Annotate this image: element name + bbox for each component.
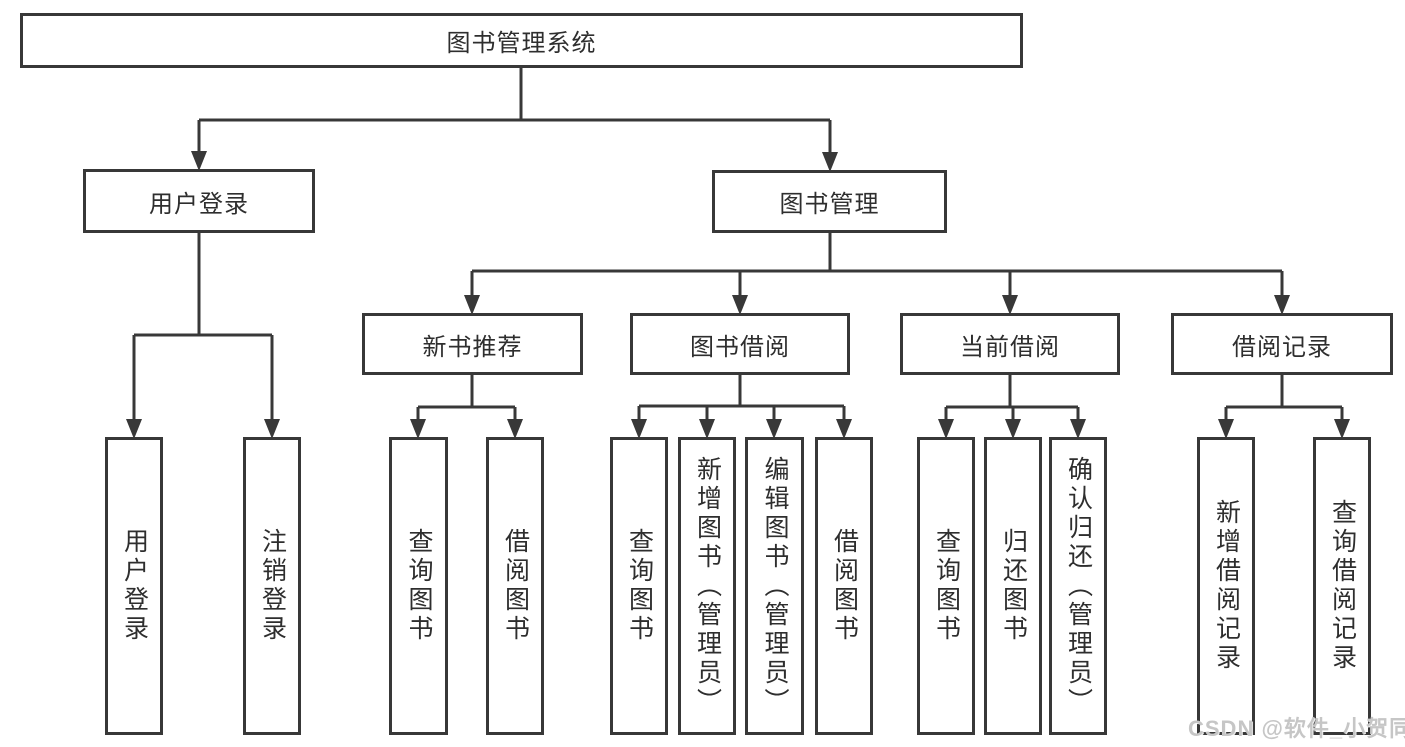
- leaf-label: 借阅图书: [830, 528, 859, 644]
- leaf-label: 用户登录: [120, 528, 149, 644]
- arrow-down-icon: [938, 419, 954, 439]
- node-new-book-recommend: 新书推荐: [362, 313, 583, 375]
- arrow-down-icon: [1334, 419, 1350, 439]
- leaf-label: 借阅图书: [501, 528, 530, 644]
- arrow-down-icon: [264, 419, 280, 439]
- leaf-logout: 注销登录: [243, 437, 301, 735]
- node-current-borrow: 当前借阅: [900, 313, 1120, 375]
- node-new-book-recommend-label: 新书推荐: [422, 333, 523, 361]
- arrow-down-icon: [1218, 419, 1234, 439]
- leaf-label: 查询图书: [932, 528, 961, 644]
- node-user-login-group: 用户登录: [83, 169, 315, 233]
- leaf-label: 新增图书（管理员）: [693, 455, 722, 717]
- leaf-label: 查询借阅记录: [1328, 499, 1357, 673]
- arrow-down-icon: [631, 419, 647, 439]
- tree-edges: [132, 68, 1344, 420]
- leaf-label: 编辑图书（管理员）: [761, 455, 789, 717]
- node-user-login-group-label: 用户登录: [149, 190, 249, 218]
- leaf-add-borrow-record: 新增借阅记录: [1197, 437, 1255, 735]
- node-book-borrow-label: 图书借阅: [690, 333, 790, 361]
- leaf-query-borrow-record: 查询借阅记录: [1313, 437, 1371, 735]
- arrow-down-icon: [836, 419, 852, 439]
- arrow-down-icon: [766, 419, 782, 439]
- leaf-borrow-book-2: 借阅图书: [815, 437, 873, 735]
- leaf-confirm-return-admin: 确认归还（管理员）: [1049, 437, 1107, 735]
- csdn-watermark: CSDN @软件_小贺同学: [1188, 716, 1405, 741]
- arrow-down-icon: [507, 419, 523, 439]
- leaf-query-book-2: 查询图书: [610, 437, 668, 735]
- leaf-edit-book-admin: 编辑图书（管理员）: [745, 437, 804, 735]
- leaf-return-book: 归还图书: [984, 437, 1042, 735]
- node-root: 图书管理系统: [20, 13, 1023, 68]
- arrow-down-icon: [191, 151, 207, 171]
- arrow-down-icon: [822, 152, 838, 172]
- arrow-down-icon: [1002, 295, 1018, 315]
- arrow-down-icon: [126, 419, 142, 439]
- leaf-borrow-book-1: 借阅图书: [486, 437, 544, 735]
- arrow-down-icon: [464, 295, 480, 315]
- node-book-borrow: 图书借阅: [630, 313, 850, 375]
- leaf-query-book-1: 查询图书: [389, 437, 448, 735]
- leaf-label: 归还图书: [999, 528, 1028, 644]
- node-book-management-label: 图书管理: [779, 191, 880, 218]
- leaf-label: 查询图书: [405, 528, 433, 644]
- arrow-down-icon: [1005, 419, 1021, 439]
- node-borrow-record: 借阅记录: [1171, 313, 1393, 375]
- node-book-management: 图书管理: [712, 170, 947, 233]
- leaf-user-login: 用户登录: [105, 437, 163, 735]
- node-borrow-record-label: 借阅记录: [1232, 333, 1332, 361]
- leaf-label: 查询图书: [625, 528, 654, 644]
- leaf-label: 注销登录: [258, 528, 287, 644]
- arrow-down-icon: [732, 295, 748, 315]
- leaf-query-book-3: 查询图书: [917, 437, 975, 735]
- node-root-label: 图书管理系统: [446, 30, 597, 57]
- node-current-borrow-label: 当前借阅: [960, 333, 1060, 361]
- leaf-add-book-admin: 新增图书（管理员）: [678, 437, 736, 735]
- leaf-label: 新增借阅记录: [1212, 499, 1241, 673]
- arrow-down-icon: [699, 419, 715, 439]
- leaf-label: 确认归还（管理员）: [1064, 455, 1093, 717]
- arrow-down-icon: [1274, 295, 1290, 315]
- arrowhead-icons: [126, 151, 1350, 439]
- arrow-down-icon: [1070, 419, 1086, 439]
- arrow-down-icon: [410, 419, 426, 439]
